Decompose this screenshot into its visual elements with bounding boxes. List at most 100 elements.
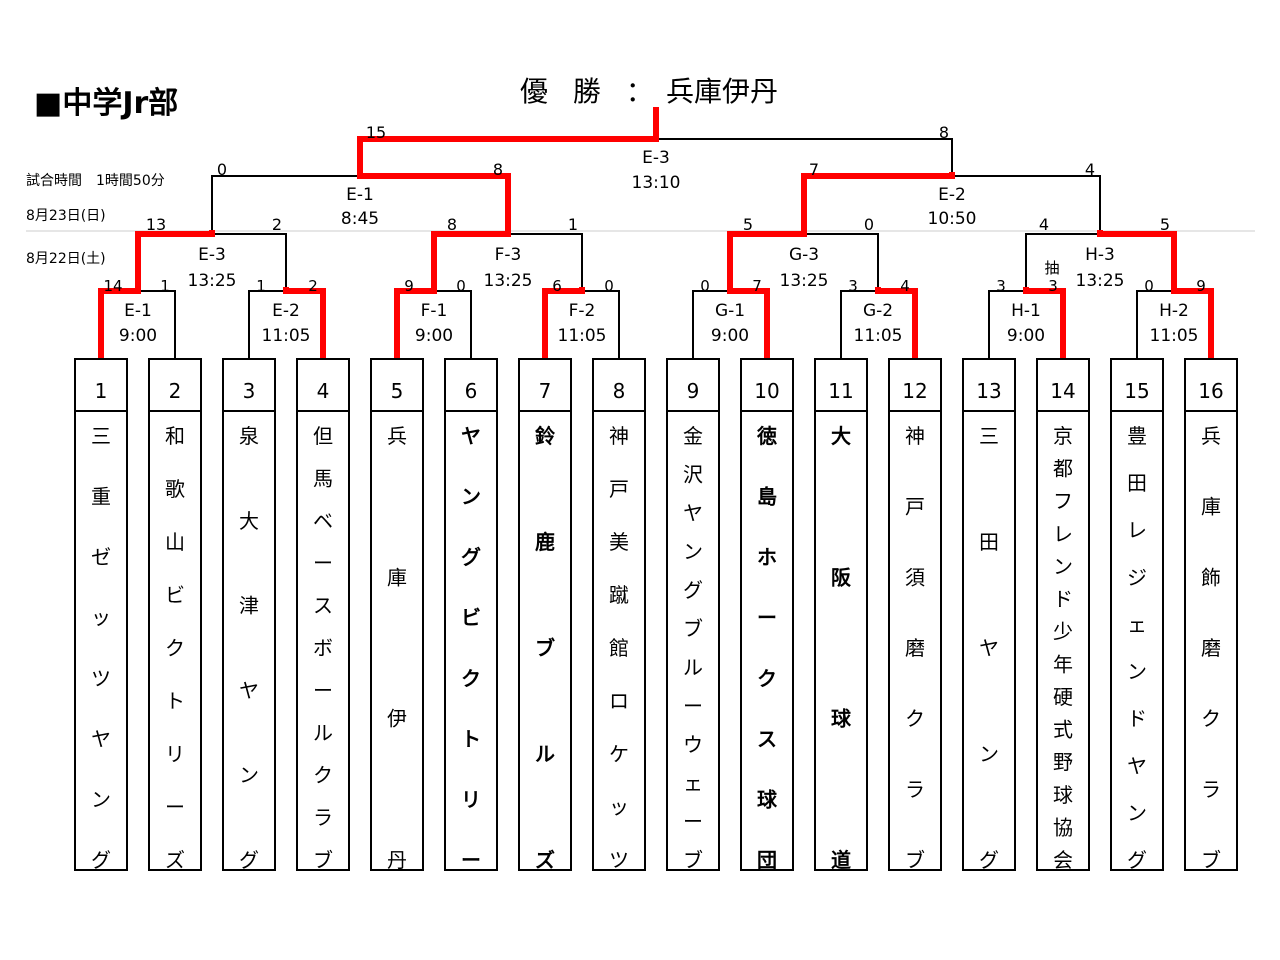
r1-match-time: 11:05 [558, 326, 607, 346]
r1-match-id: E-2 [272, 301, 300, 321]
team-name-char: 硬 [1053, 685, 1073, 709]
team-name-char: 田 [979, 530, 999, 554]
team-name-char: ブ [535, 636, 555, 660]
team-name-char: ン [683, 540, 703, 564]
team-name-char: グ [91, 848, 111, 872]
team-name-char: ヤ [683, 501, 703, 525]
team-name-char: 丹 [387, 848, 407, 872]
team-box [370, 358, 424, 871]
team-seed: 5 [391, 379, 404, 403]
team-box [740, 358, 794, 871]
r1-score-right: 4 [900, 277, 910, 295]
r1-match-time: 11:05 [262, 326, 311, 346]
r2-match-line-red [1097, 230, 1177, 294]
r1-match-time: 9:00 [119, 326, 157, 346]
date-day2: 8月23日(日) [26, 208, 106, 224]
team-name-char: ト [461, 727, 481, 751]
team-name-char: 徳 [756, 424, 777, 448]
team-name-char: ラ [313, 806, 333, 830]
team-name-char: 館 [609, 636, 629, 660]
team-name-char: ー [683, 809, 703, 833]
team-name-char: ホ [757, 545, 777, 569]
team-name-char: ズ [535, 848, 555, 872]
r1-score-right: 0 [456, 277, 466, 295]
team-name-char: ェ [683, 771, 703, 795]
winner-path [98, 107, 1214, 362]
team-name-char: 団 [757, 848, 777, 872]
team-name-char: 須 [905, 565, 925, 589]
semi-score-right: 4 [1085, 160, 1095, 179]
semi-score-left: 7 [809, 160, 819, 179]
team-name-char: ブ [683, 848, 703, 872]
team-name-char: 大 [239, 509, 259, 533]
team-name-char: ク [905, 707, 925, 731]
team-boxes [74, 358, 1238, 871]
team-name-char: ー [165, 795, 185, 819]
r2-match-id: H-3 [1085, 245, 1115, 265]
team-seed: 7 [539, 379, 552, 403]
r2-score-left: 4 [1039, 215, 1049, 234]
r1-match-id: G-1 [715, 301, 745, 321]
team-name-char: ン [1127, 801, 1147, 825]
r2-score-right: 1 [568, 215, 578, 234]
section-title: ■中学Jr部 [34, 86, 178, 121]
champion-label: 優 勝 ： [520, 75, 662, 108]
r1-match-time: 11:05 [1150, 326, 1199, 346]
team-seed: 2 [169, 379, 182, 403]
team-name-char: ン [461, 485, 481, 509]
team-name-char: 球 [831, 707, 852, 731]
team-name-char: ー [313, 551, 333, 575]
team-name-char: 都 [1053, 457, 1073, 481]
team-name-char: 神 [609, 424, 629, 448]
r2-match-id: E-3 [198, 245, 226, 265]
team-box [666, 358, 720, 871]
team-name-char: 美 [609, 530, 629, 554]
semi-match-line-red [801, 172, 955, 237]
r1-match-line-red [875, 287, 918, 362]
r1-score-left: 14 [103, 277, 122, 295]
r1-score-right: 7 [752, 277, 762, 295]
team-name-char: ク [313, 763, 333, 787]
team-name-char: ス [757, 727, 777, 751]
r1-score-left: 3 [996, 277, 1006, 295]
team-seed: 6 [465, 379, 478, 403]
team-name-char: 鹿 [535, 530, 555, 554]
team-name-char: 戸 [905, 495, 925, 519]
team-name-char: ブ [683, 617, 703, 641]
team-seed: 9 [687, 379, 700, 403]
team-seed: 10 [754, 379, 779, 403]
r1-match-id: H-1 [1011, 301, 1041, 321]
team-name-char: ド [1127, 707, 1147, 731]
team-box [1184, 358, 1238, 871]
team-name-char: ヤ [979, 636, 999, 660]
team-name-char: 庫 [1201, 495, 1221, 519]
team-name-char: 年 [1053, 652, 1073, 676]
team-name-char: 野 [1053, 750, 1073, 774]
team-box [962, 358, 1016, 871]
team-name-char: 山 [165, 530, 185, 554]
team-name-char: ン [1127, 660, 1147, 684]
team-name-char: 戸 [609, 477, 629, 501]
team-name-char: ロ [609, 689, 629, 713]
team-name-char: 田 [1127, 471, 1147, 495]
champion-team: 兵庫伊丹 [666, 75, 778, 108]
team-box [814, 358, 868, 871]
team-name-char: ク [757, 666, 777, 690]
team-name-char: 庫 [387, 565, 407, 589]
team-name-char: ン [91, 787, 111, 811]
r2-match-id: F-3 [495, 245, 522, 265]
r1-match-line-red [542, 287, 585, 362]
r1-score-left: 0 [1144, 277, 1154, 295]
team-name-char: ケ [609, 742, 629, 766]
final-score-left: 15 [366, 123, 386, 142]
team-seed: 13 [976, 379, 1001, 403]
r1-match-time: 9:00 [711, 326, 749, 346]
semi-score-right: 8 [493, 160, 503, 179]
r1-score-left: 6 [552, 277, 562, 295]
team-name-char: グ [1127, 848, 1147, 872]
team-name-char: ウ [683, 732, 703, 756]
r1-match-id: G-2 [863, 301, 893, 321]
team-name-char: ェ [1127, 612, 1147, 636]
r1-score-right: 1 [160, 277, 170, 295]
